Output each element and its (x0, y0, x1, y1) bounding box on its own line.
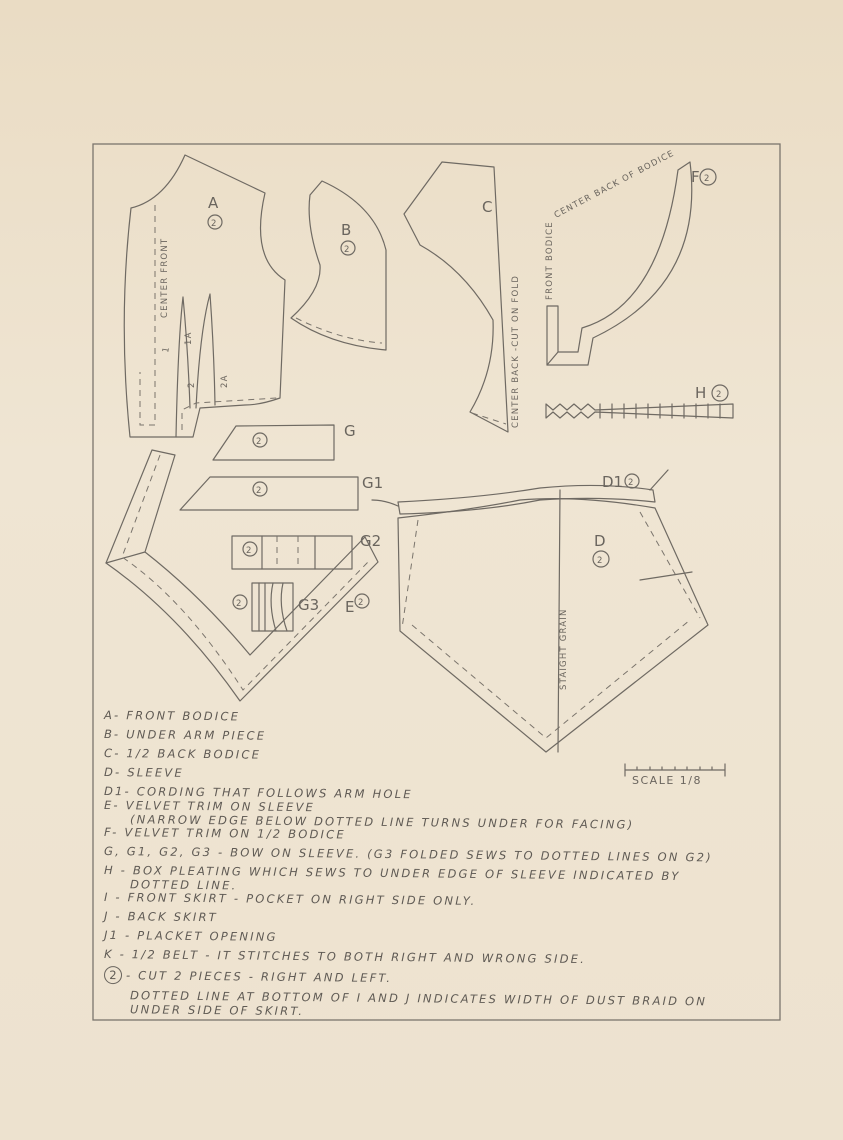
piece-g1: 2 G1 (179, 474, 383, 511)
piece-g1-count: 2 (256, 486, 263, 496)
center-back-of-bodice-label: CENTER BACK OF BODICE (553, 149, 677, 221)
dart-2-label: 2 (187, 381, 197, 388)
piece-a-count: 2 (211, 219, 218, 229)
piece-g3-label: G3 (298, 596, 319, 614)
scale-bar (624, 763, 726, 777)
piece-g2: 2 G2 (231, 532, 381, 570)
piece-d-label: D (594, 532, 606, 550)
piece-f-label: F (691, 168, 700, 186)
piece-e-label: E (345, 598, 354, 616)
piece-b-under-arm: B 2 (290, 180, 387, 351)
piece-f-velvet-trim: CENTER BACK OF BODICE FRONT BODICE F 2 (545, 149, 717, 366)
straight-grain-label: STAIGHT GRAIN (559, 608, 569, 690)
dart-2a-label: 2A (220, 374, 230, 388)
piece-d1-label: D1 (602, 473, 623, 491)
circled-two-icon: 2 (103, 966, 123, 985)
piece-c-back-bodice: C CENTER BACK -CUT ON FOLD (403, 161, 521, 433)
piece-d1-count: 2 (628, 478, 635, 488)
center-front-label: CENTER FRONT (160, 238, 170, 318)
piece-d1-cording: D1 2 (371, 469, 669, 515)
dart-1-label: 1 (161, 345, 172, 353)
piece-e-velvet-trim: E 2 (105, 449, 379, 702)
piece-g2-count: 2 (246, 546, 253, 556)
center-back-fold-label: CENTER BACK -CUT ON FOLD (511, 275, 521, 428)
piece-e-count: 2 (358, 598, 365, 608)
piece-a-front-bodice: CENTER FRONT A 2 1 1A 2 2A (123, 154, 286, 438)
piece-g: 2 G (212, 422, 356, 461)
piece-g1-label: G1 (362, 474, 383, 492)
piece-b-label: B (341, 221, 351, 239)
piece-g-count: 2 (256, 437, 263, 447)
piece-h-box-pleating: H 2 (545, 384, 734, 419)
piece-h-count: 2 (716, 390, 723, 400)
piece-c-label: C (482, 198, 492, 216)
piece-f-count: 2 (704, 174, 711, 184)
piece-b-count: 2 (344, 245, 351, 255)
dart-1a-label: 1A (184, 331, 194, 345)
piece-h-label: H (695, 384, 706, 402)
legend: A- FRONT BODICE B- UNDER ARM PIECE C- 1/… (103, 708, 754, 1018)
drawing-frame (92, 143, 781, 1021)
piece-g3-count: 2 (236, 599, 243, 609)
legend-cut-text: - CUT 2 PIECES - RIGHT AND LEFT. (125, 968, 393, 986)
front-bodice-label: FRONT BODICE (545, 221, 555, 300)
piece-g3: 2 G3 (232, 582, 319, 632)
piece-d-count: 2 (597, 556, 604, 566)
scale-label: SCALE 1/8 (632, 774, 702, 787)
piece-g-label: G (344, 422, 356, 440)
piece-a-label: A (208, 194, 219, 212)
